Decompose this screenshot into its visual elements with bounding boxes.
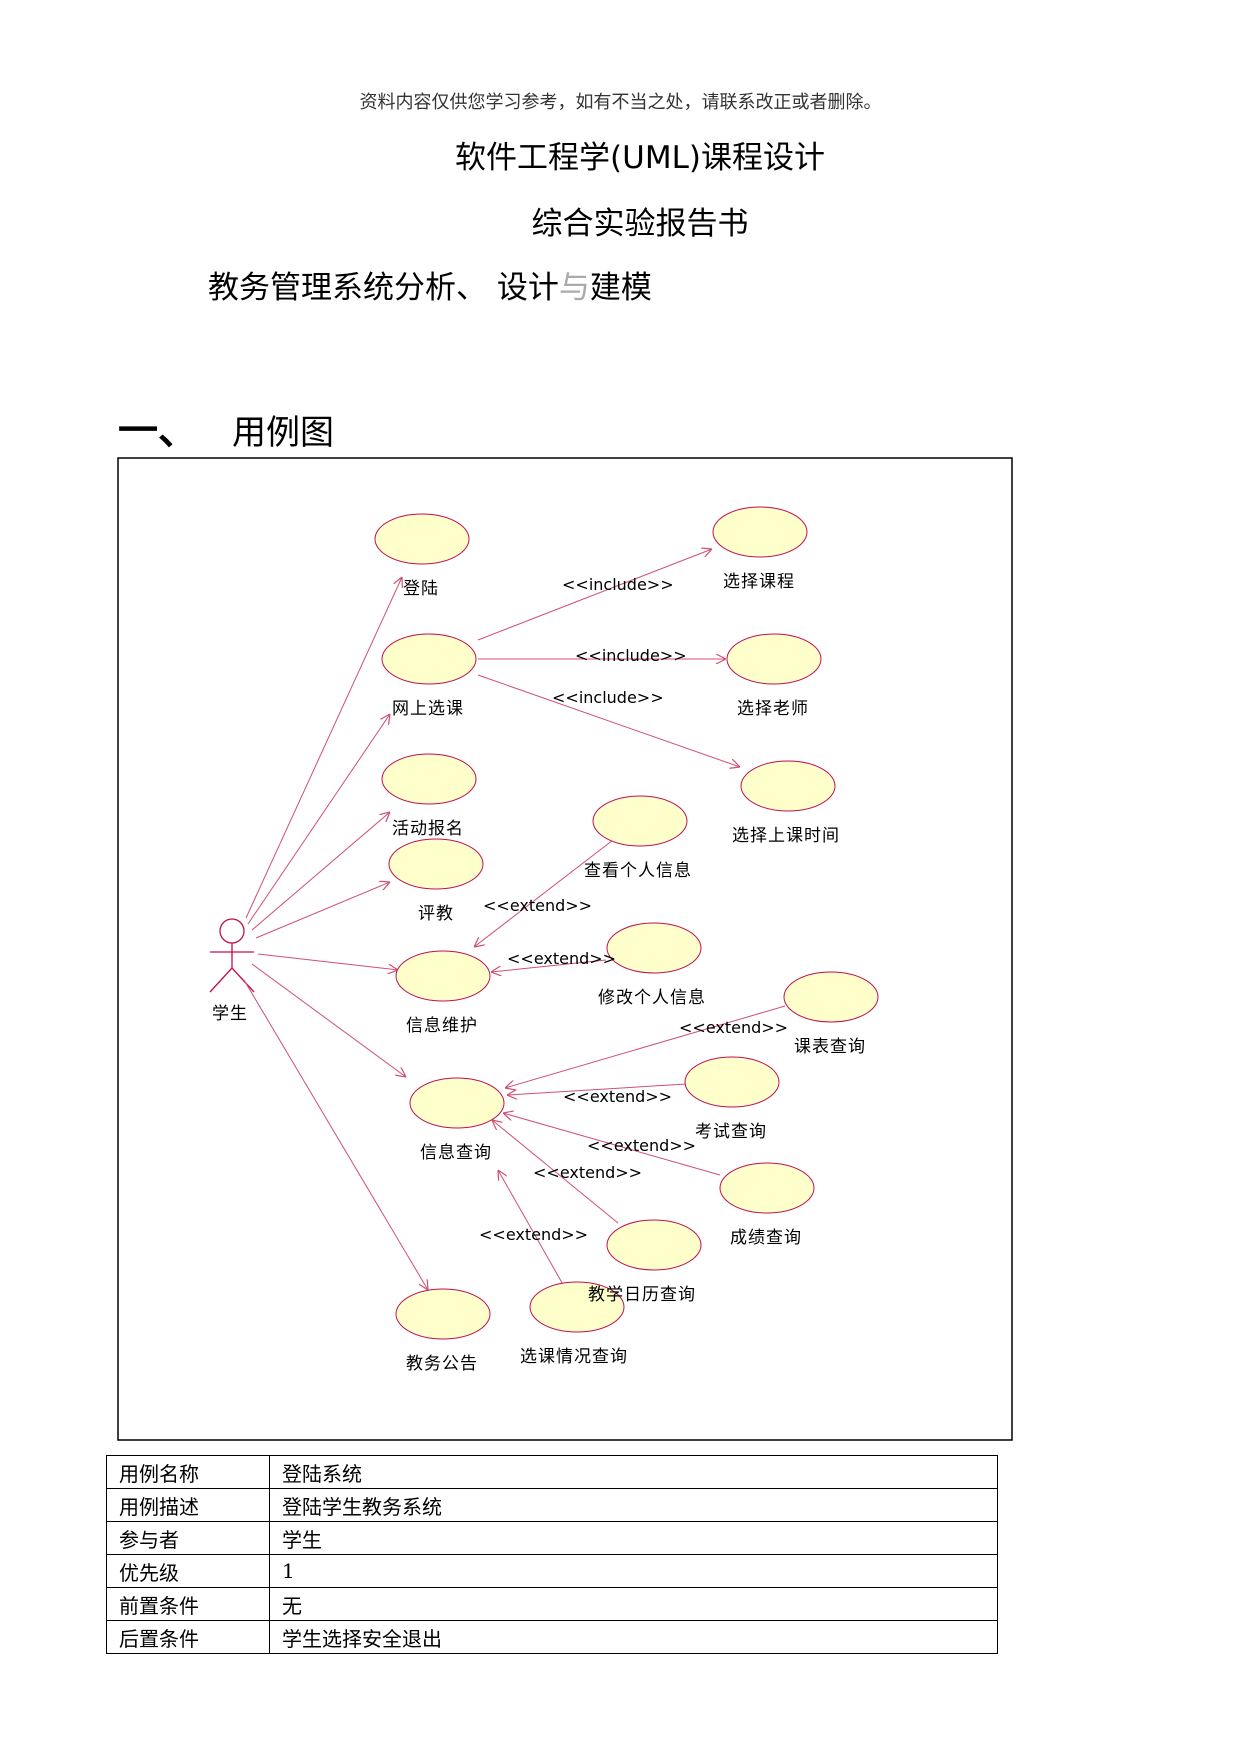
extend-label-schedule: <<extend>>	[679, 1018, 788, 1037]
table-value-cell: 登陆学生教务系统	[269, 1488, 998, 1522]
title-report: 综合实验报告书	[531, 206, 749, 242]
include-label-select-time: <<include>>	[552, 688, 664, 707]
table-row: 用例名称登陆系统	[106, 1455, 998, 1489]
title-system-part3: 建模	[589, 270, 652, 306]
section-number: 一、	[118, 408, 198, 454]
title-course: 软件工程学(UML)课程设计	[455, 140, 825, 176]
usecase-evaluate	[388, 838, 484, 890]
title-system-part2: 与	[558, 270, 590, 306]
usecase-activity-signup	[381, 753, 477, 805]
include-label-select-teacher: <<include>>	[575, 646, 687, 665]
table-value-cell: 学生选择安全退出	[269, 1620, 998, 1654]
assoc-notice	[243, 979, 428, 1290]
usecase-activity-signup-label: 活动报名	[392, 819, 464, 839]
usecase-info-query	[409, 1077, 505, 1129]
table-key-cell: 用例描述	[106, 1488, 270, 1522]
actor-label: 学生	[212, 1004, 248, 1024]
title-system-part1: 教务管理系统分析、 设计	[208, 270, 559, 306]
table-row: 前置条件无	[106, 1587, 998, 1621]
usecase-notice	[395, 1288, 491, 1340]
extend-label-selection: <<extend>>	[479, 1225, 588, 1244]
usecase-view-info-label: 查看个人信息	[584, 861, 692, 881]
usecase-info-query-label: 信息查询	[420, 1143, 492, 1163]
table-row: 用例描述登陆学生教务系统	[106, 1488, 998, 1522]
usecase-info-maintain	[395, 950, 491, 1002]
extend-label-calendar: <<extend>>	[533, 1163, 642, 1182]
assoc-online-select	[247, 714, 390, 925]
usecase-calendar-query	[606, 1219, 702, 1271]
table-key-cell: 用例名称	[106, 1455, 270, 1489]
table-key-cell: 后置条件	[106, 1620, 270, 1654]
actor-student	[209, 918, 255, 993]
usecase-selection-query	[529, 1281, 625, 1333]
usecase-online-select-label: 网上选课	[392, 699, 464, 719]
extend-label-exam: <<extend>>	[563, 1087, 672, 1106]
watermark-text: 资料内容仅供您学习参考，如有不当之处，请联系改正或者删除。	[359, 92, 882, 113]
usecase-select-course	[712, 506, 808, 558]
extend-modify-info-line	[491, 959, 607, 972]
table-key-cell: 前置条件	[106, 1587, 270, 1621]
actor-left-leg	[209, 967, 233, 993]
assoc-activity-signup	[251, 812, 390, 931]
table-value-cell: 无	[269, 1587, 998, 1621]
usecase-view-info	[592, 795, 688, 847]
usecase-selection-query-label: 选课情况查询	[520, 1347, 628, 1367]
usecase-notice-label: 教务公告	[406, 1354, 478, 1374]
extend-label-view-info: <<extend>>	[483, 896, 592, 915]
usecase-online-select	[381, 633, 477, 685]
usecase-info-maintain-label: 信息维护	[406, 1016, 478, 1036]
diagram-frame	[117, 457, 1013, 1441]
usecase-grade-query	[719, 1162, 815, 1214]
table-row: 后置条件学生选择安全退出	[106, 1620, 998, 1654]
table-value-cell: 登陆系统	[269, 1455, 998, 1489]
extend-grade-line	[503, 1113, 721, 1176]
usecase-schedule-query-label: 课表查询	[794, 1037, 866, 1057]
actor-head	[219, 918, 245, 944]
assoc-login	[245, 577, 402, 919]
extend-calendar-line	[492, 1120, 619, 1224]
table-key-cell: 优先级	[106, 1554, 270, 1588]
table-row: 参与者学生	[106, 1521, 998, 1555]
extend-label-grade: <<extend>>	[587, 1136, 696, 1155]
section-heading: 一、用例图	[118, 398, 334, 456]
usecase-exam-query	[684, 1056, 780, 1108]
usecase-select-teacher-label: 选择老师	[737, 699, 809, 719]
usecase-select-time	[740, 760, 836, 812]
usecase-login-label: 登陆	[403, 579, 439, 599]
assoc-info-query	[251, 963, 406, 1077]
include-select-course-line	[477, 549, 712, 641]
usecase-calendar-query-label: 教学日历查询	[588, 1285, 696, 1305]
usecase-modify-info-label: 修改个人信息	[598, 988, 706, 1008]
usecase-modify-info	[606, 922, 702, 974]
assoc-info-maintain	[257, 953, 398, 970]
usecase-exam-query-label: 考试查询	[695, 1122, 767, 1142]
usecase-schedule-query	[783, 971, 879, 1023]
assoc-evaluate	[255, 882, 390, 939]
usecase-select-time-label: 选择上课时间	[732, 826, 840, 846]
title-system: 教务管理系统分析、 设计与建模	[208, 262, 652, 307]
extend-selection-line	[498, 1170, 566, 1289]
usecase-select-teacher	[726, 633, 822, 685]
usecase-login	[374, 513, 470, 565]
extend-label-modify-info: <<extend>>	[507, 949, 616, 968]
extend-view-info-line	[474, 839, 614, 947]
table-key-cell: 参与者	[106, 1521, 270, 1555]
extend-schedule-line	[505, 1005, 786, 1088]
actor-right-leg	[231, 967, 255, 993]
table-value-cell: 1	[269, 1554, 998, 1588]
usecase-evaluate-label: 评教	[418, 904, 454, 924]
usecase-select-course-label: 选择课程	[723, 572, 795, 592]
include-select-time-line	[477, 674, 740, 767]
usecase-grade-query-label: 成绩查询	[730, 1228, 802, 1248]
table-value-cell: 学生	[269, 1521, 998, 1555]
extend-exam-line	[507, 1083, 687, 1095]
section-title: 用例图	[232, 413, 334, 453]
include-label-select-course: <<include>>	[562, 575, 674, 594]
